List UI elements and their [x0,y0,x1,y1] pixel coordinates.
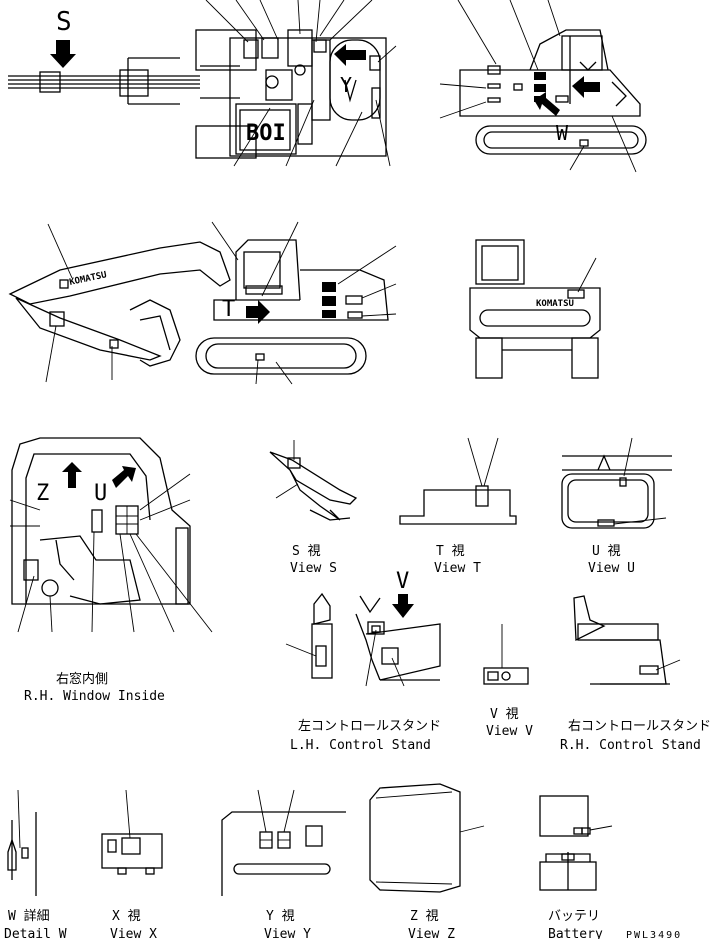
view-v-jp: V 視 [490,707,519,722]
letter-t: T [222,297,235,322]
rh-control-stand-en: R.H. Control Stand [560,738,701,753]
view-x-jp: X 視 [112,909,141,924]
battery-diagram [539,795,613,891]
view-v-en: View V [486,724,533,739]
view-x-diagram [101,789,163,875]
rh-window-inside-en: R.H. Window Inside [24,689,165,704]
detail-w-en: Detail W [4,927,67,939]
view-z-jp: Z 視 [410,909,439,924]
lh-control-stand-jp: 左コントロールスタンド [298,719,441,734]
view-s-jp: S 視 [292,544,321,559]
rh-window-inside-jp: 右窓内側 [56,671,108,687]
boom-brand-text: KOMATSU [69,270,108,288]
view-s-en: View S [290,561,337,576]
view-t-diagram [399,437,517,525]
drawing-number: PWL3490 [626,930,682,939]
battery-en: Battery [548,927,603,939]
view-z-en: View Z [408,927,455,939]
view-z-diagram [369,783,485,893]
battery-jp: バッテリ [548,909,600,924]
letter-v: V [396,569,409,594]
view-x-en: View X [110,927,157,939]
right-side-view-top: W [439,0,647,173]
view-u-jp: U 視 [592,544,621,559]
letter-u: U [94,481,107,506]
svg-text:BOI: BOI [246,121,286,146]
view-y-jp: Y 視 [266,909,295,924]
rear-view: KOMATSU [469,239,601,379]
rh-control-stand-jp: 右コントロールスタンド [568,719,711,734]
view-y-en: View Y [264,927,311,939]
detail-w-jp: W 詳細 [8,908,50,924]
letter-z: Z [36,481,49,506]
lh-control-stand-en: L.H. Control Stand [290,738,431,753]
letter-s: S [56,7,72,37]
view-t-jp: T 視 [436,544,465,559]
letter-w: W [556,121,569,145]
lh-control-stand-diagram: V [285,569,441,687]
rh-control-stand-diagram [573,595,681,685]
view-u-diagram [561,437,672,529]
rh-window-inside-diagram: Z U [9,437,213,633]
view-u-en: View U [588,561,635,576]
top-plan-view: BOI S Y [8,0,397,167]
view-s-diagram [269,440,358,521]
detail-w-diagram [7,789,37,896]
view-v-diagram [483,624,529,685]
view-y-diagram [221,789,346,896]
rear-brand-text: KOMATSU [536,299,574,309]
left-side-view: KOMATSU T [8,221,397,385]
view-t-en: View T [434,561,481,576]
